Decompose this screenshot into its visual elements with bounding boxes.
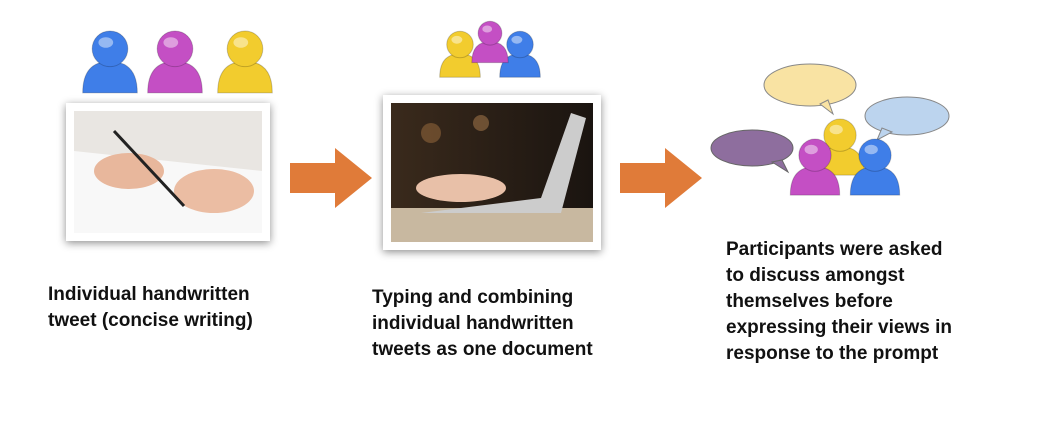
arrow-right-icon — [290, 148, 372, 208]
speech-bubble-purple — [710, 129, 794, 174]
step-1-caption: Individual handwritten tweet (concise wr… — [48, 284, 253, 331]
person-magenta-icon — [789, 138, 841, 196]
person-blue-icon — [499, 30, 541, 78]
hand-writing-photo — [66, 103, 270, 241]
step-2-caption: Typing and combining individual handwrit… — [372, 287, 593, 360]
speech-bubble-blue — [864, 96, 950, 142]
speech-bubble-yellow — [763, 63, 857, 116]
user-group-icon — [82, 30, 273, 94]
user-group-icon — [439, 20, 541, 78]
person-yellow-icon — [217, 30, 273, 94]
step-3-caption: Participants were asked to discuss among… — [726, 239, 952, 364]
person-blue-icon — [849, 138, 901, 196]
discussion-group-icon — [710, 63, 950, 196]
person-magenta-icon — [471, 20, 509, 64]
person-yellow-icon — [439, 30, 481, 78]
laptop-typing-photo — [383, 95, 601, 250]
person-magenta-icon — [147, 30, 203, 94]
person-blue-icon — [82, 30, 138, 94]
arrow-right-icon — [620, 148, 702, 208]
